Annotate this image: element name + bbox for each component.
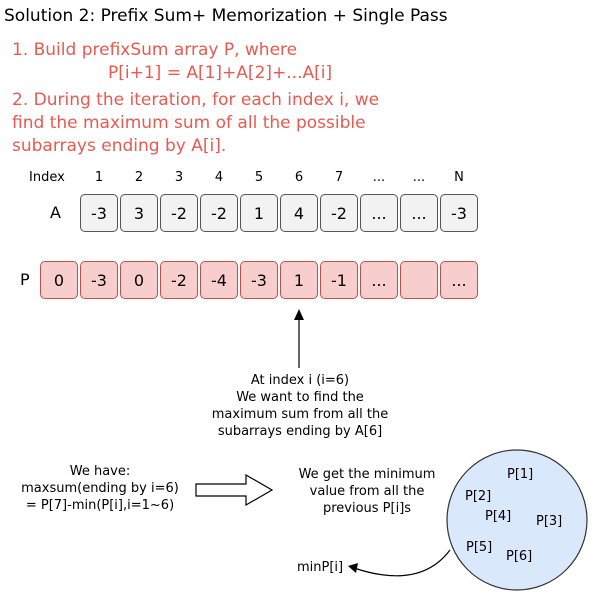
note-line-1: 1. Build prefixSum array P, where (12, 40, 298, 60)
prefix-bubble (446, 449, 588, 591)
array-a-label: A (50, 203, 61, 222)
get-min-line-2: value from all the (309, 484, 425, 499)
array-a-cell: ... (360, 194, 398, 232)
array-p-cell: 0 (40, 261, 78, 299)
index-cell: ... (372, 170, 386, 185)
array-a-cell: -3 (80, 194, 118, 232)
bubble-item: P[2] (465, 489, 492, 504)
note-line-2: P[i+1] = A[1]+A[2]+...A[i] (108, 63, 333, 83)
annotation-line-1: At index i (i=6) (250, 373, 350, 388)
array-p-cell: -1 (320, 261, 358, 299)
array-p-cell: -4 (200, 261, 238, 299)
min-arrow-curve (353, 549, 451, 577)
array-a-cell: -3 (440, 194, 478, 232)
note-line-3: 2. During the iteration, for each index … (12, 90, 380, 110)
array-p-cell: ... (440, 261, 478, 299)
bubble-item: P[6] (506, 549, 533, 564)
annotation-line-2: We want to find the (236, 390, 364, 405)
min-arrow-head (348, 563, 358, 573)
array-a-cell: 1 (240, 194, 278, 232)
we-have-line-2: maxsum(ending by i=6) (21, 481, 179, 496)
hollow-right-arrow-icon (195, 473, 274, 507)
array-p-cell (400, 261, 438, 299)
index-cell: 2 (134, 170, 144, 185)
array-a-cell: -2 (200, 194, 238, 232)
get-min-line-3: previous P[i]s (322, 501, 412, 516)
index-cell: 1 (94, 170, 104, 185)
array-p-cell: 1 (280, 261, 318, 299)
up-arrow-head (294, 309, 304, 320)
we-have-line-3: = P[7]-min(P[i],i=1~6) (25, 498, 175, 513)
array-p-cell: ... (360, 261, 398, 299)
index-cell: 5 (254, 170, 264, 185)
index-label: Index (29, 170, 65, 185)
bubble-item: P[1] (507, 467, 534, 482)
index-cell: 6 (294, 170, 304, 185)
annotation: At index i (i=6) We want to find the max… (180, 372, 420, 440)
index-cell: 4 (214, 170, 224, 185)
get-min-block: We get the minimum value from all the pr… (282, 466, 452, 517)
we-have-block: We have: maxsum(ending by i=6) = P[7]-mi… (10, 463, 190, 514)
we-have-line-1: We have: (69, 464, 131, 479)
array-a-cell: 3 (120, 194, 158, 232)
bubble-item: P[5] (466, 540, 493, 555)
array-p-cell: -3 (240, 261, 278, 299)
page-title: Solution 2: Prefix Sum+ Memorization + S… (4, 6, 448, 26)
annotation-line-3: maximum sum from all the (211, 407, 389, 422)
get-min-line-1: We get the minimum (298, 467, 436, 482)
array-a-cell: -2 (320, 194, 358, 232)
array-p-cell: -3 (80, 261, 118, 299)
bubble-item: P[3] (536, 514, 563, 529)
array-p-cell: 0 (120, 261, 158, 299)
array-p-label: P (20, 270, 30, 289)
note-line-5: subarrays ending by A[i]. (12, 136, 227, 156)
index-cell: 7 (334, 170, 344, 185)
array-a-cell: -2 (160, 194, 198, 232)
index-cell: N (454, 170, 464, 185)
index-cell: ... (412, 170, 426, 185)
array-p-cell: -2 (160, 261, 198, 299)
min-p-label: minP[i] (297, 560, 344, 575)
index-cell: 3 (174, 170, 184, 185)
array-a-cell: 4 (280, 194, 318, 232)
array-a-cell: ... (400, 194, 438, 232)
annotation-line-4: subarrays ending by A[6] (217, 424, 383, 439)
bubble-item: P[4] (485, 509, 512, 524)
note-line-4: find the maximum sum of all the possible (12, 113, 366, 133)
